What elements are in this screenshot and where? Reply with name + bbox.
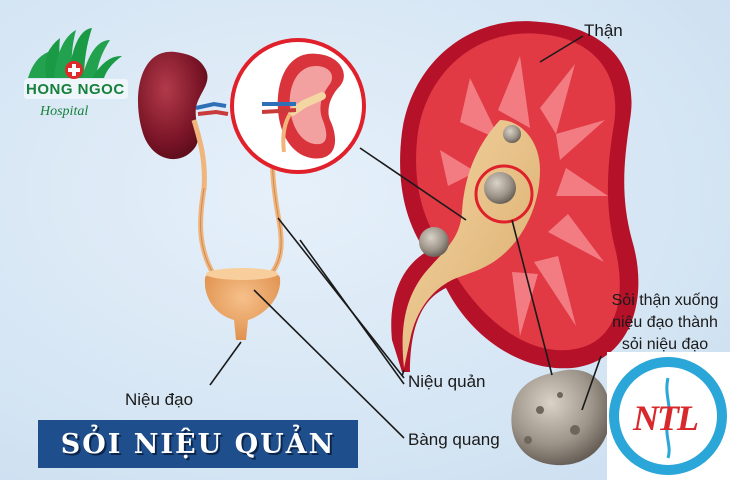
hospital-logo-sub: Hospital [40,104,89,119]
label-kidney: Thận [584,21,623,40]
leader-lines [209,35,602,439]
small-kidney-icon [138,51,229,191]
zoom-circle [230,38,366,174]
hospital-logo-icon [24,28,128,99]
hospital-logo-name: HONG NGOC [26,81,125,98]
title-banner: SỎI NIỆU QUẢN [38,420,358,468]
label-stone-line-3: sỏi niệu đạo [621,336,709,353]
label-ureter: Niệu quản [408,372,486,391]
label-stone-line-1: Sỏi thận xuống [611,292,719,309]
banner-title: SỎI NIỆU QUẢN [60,428,336,460]
label-stone-description: Sỏi thận xuống niệu đạo thành sỏi niệu đ… [604,290,726,356]
label-bladder: Bàng quang [408,430,500,449]
label-stone-line-2: niệu đạo thành [612,314,718,331]
kidney-stone-icon [511,369,611,466]
large-kidney-cross-section [391,21,639,373]
ntl-watermark-text: NTL [633,398,699,438]
label-urethra: Niệu đạo [125,390,194,409]
bladder-icon [204,268,281,340]
ntl-watermark-logo [607,352,730,480]
